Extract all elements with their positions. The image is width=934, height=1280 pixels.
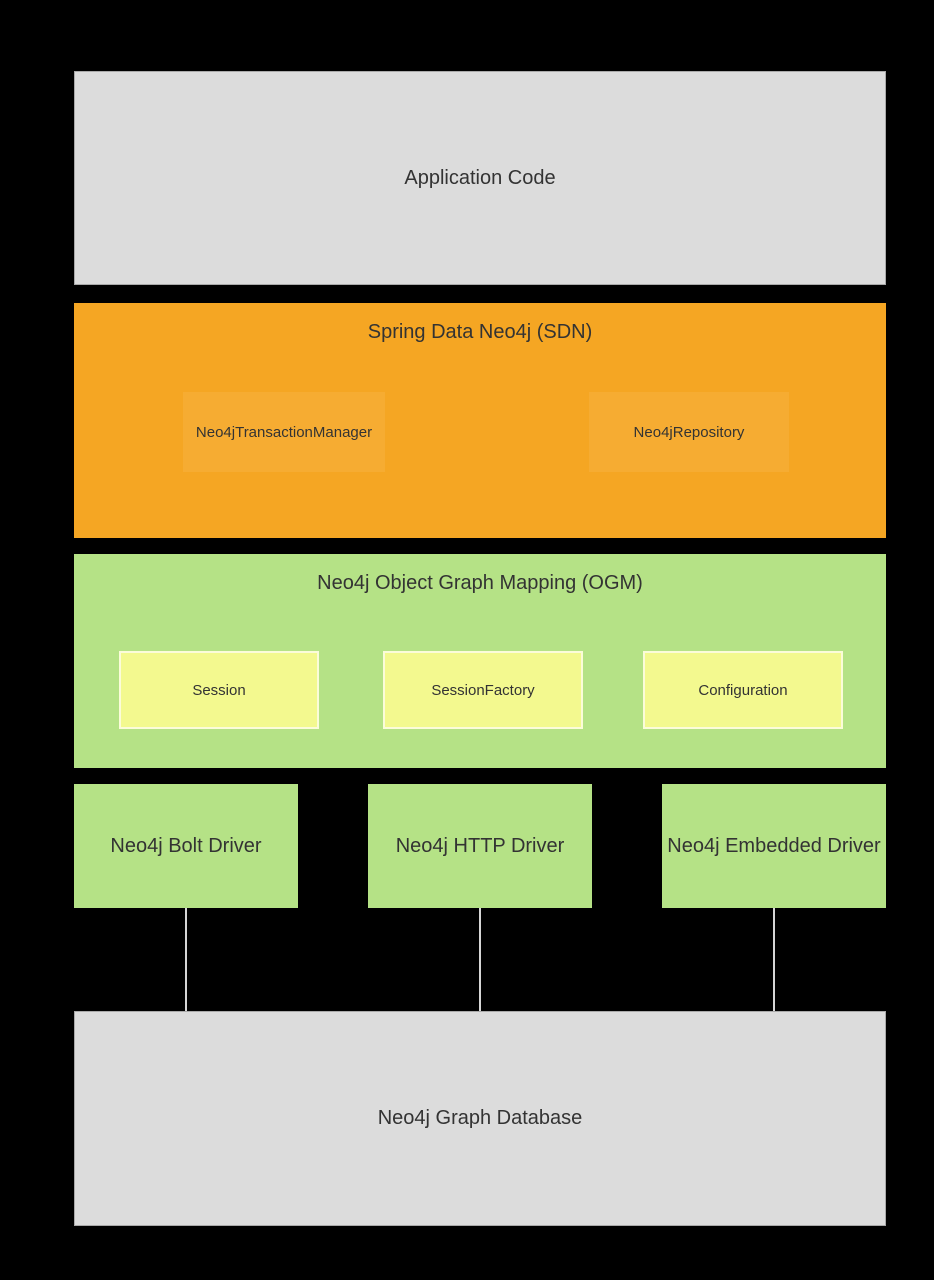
graph-database-box: Neo4j Graph Database <box>74 1011 886 1226</box>
driver-label: Neo4j HTTP Driver <box>395 834 565 857</box>
sdn-layer-title: Spring Data Neo4j (SDN) <box>367 321 593 343</box>
ogm-component-label: Session <box>192 681 246 699</box>
ogm-layer-box: Neo4j Object Graph Mapping (OGM) Session… <box>74 554 886 768</box>
ogm-component-session-factory: SessionFactory <box>383 651 583 729</box>
driver-box-http: Neo4j HTTP Driver <box>368 784 592 908</box>
ogm-component-label: SessionFactory <box>431 681 535 699</box>
driver-box-bolt: Neo4j Bolt Driver <box>74 784 298 908</box>
driver-label: Neo4j Bolt Driver <box>110 834 262 857</box>
sdn-component-transaction-manager: Neo4jTransactionManager <box>183 392 385 472</box>
connector-line-embedded <box>773 908 775 1011</box>
driver-label: Neo4j Embedded Driver <box>667 834 881 857</box>
application-code-label: Application Code <box>404 166 556 189</box>
application-code-box: Application Code <box>74 71 886 285</box>
ogm-component-label: Configuration <box>698 681 788 699</box>
ogm-layer-title: Neo4j Object Graph Mapping (OGM) <box>317 572 643 594</box>
ogm-component-configuration: Configuration <box>643 651 843 729</box>
graph-database-label: Neo4j Graph Database <box>377 1107 583 1129</box>
ogm-component-session: Session <box>119 651 319 729</box>
sdn-component-repository: Neo4jRepository <box>589 392 789 472</box>
connector-line-bolt <box>185 908 187 1011</box>
driver-box-embedded: Neo4j Embedded Driver <box>662 784 886 908</box>
sdn-component-label: Neo4jRepository <box>633 423 745 441</box>
sdn-component-label: Neo4jTransactionManager <box>195 423 373 441</box>
sdn-layer-box: Spring Data Neo4j (SDN) Neo4jTransaction… <box>74 303 886 538</box>
connector-line-http <box>479 908 481 1011</box>
